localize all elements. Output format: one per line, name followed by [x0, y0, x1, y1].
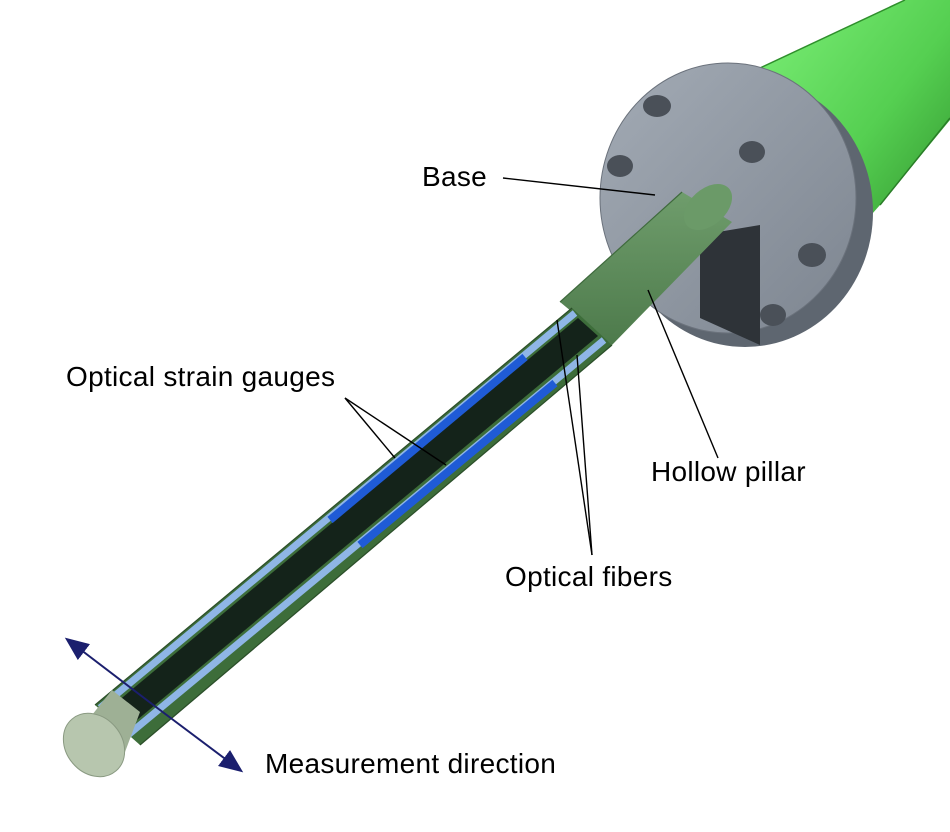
optical-strain-gauge [357, 379, 558, 549]
optical-strain-gauge [327, 353, 528, 524]
bolt-hole [607, 155, 633, 177]
label-hollow-pillar: Hollow pillar [651, 456, 806, 487]
hollow-pillar [559, 183, 733, 345]
label-base: Base [422, 161, 487, 192]
leader-fiber-2 [576, 354, 593, 556]
leader-gauge-2 [344, 397, 447, 466]
leader-hollow-pillar [647, 289, 719, 459]
label-optical-strain-gauges: Optical strain gauges [66, 361, 335, 392]
gauge-rod [94, 307, 613, 746]
rod-tip-cap [62, 690, 140, 778]
label-optical-fibers: Optical fibers [505, 561, 673, 592]
bolt-hole [739, 141, 765, 163]
leader-gauge-1 [344, 397, 396, 459]
leader-base [502, 177, 656, 196]
bolt-holes [607, 95, 826, 326]
leader-fiber-1 [556, 319, 593, 556]
label-measurement-direction: Measurement direction [265, 748, 556, 779]
bolt-hole [760, 304, 786, 326]
measurement-direction-arrow [64, 637, 244, 773]
bolt-hole [798, 243, 826, 267]
leader-lines [344, 177, 719, 556]
bolt-hole [643, 95, 671, 117]
sensor-housing [759, 0, 950, 250]
